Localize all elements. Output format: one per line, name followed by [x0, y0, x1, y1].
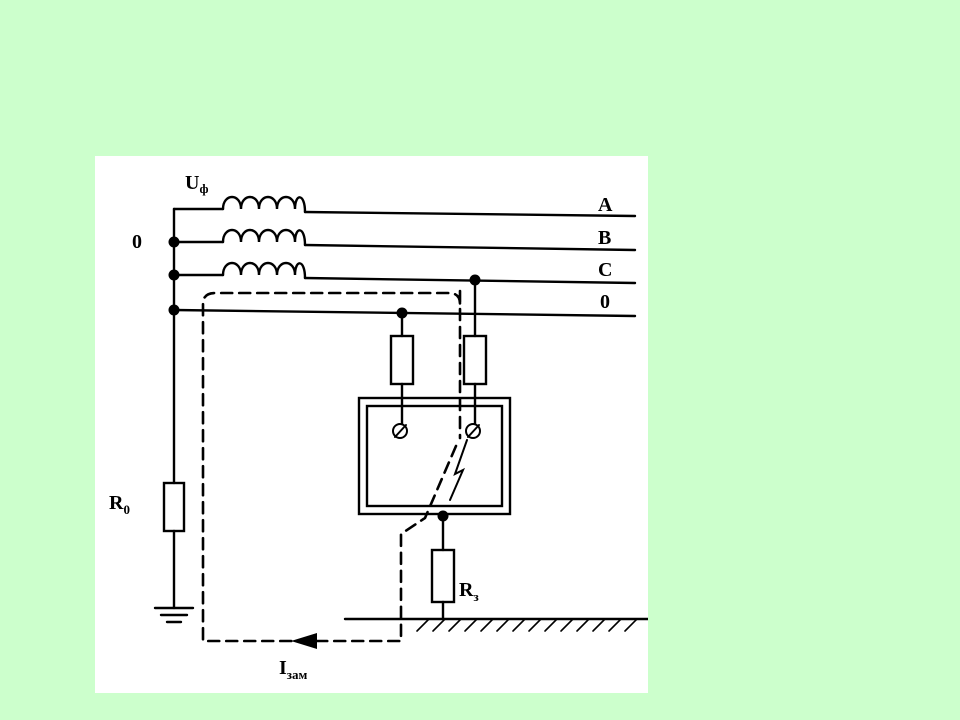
- equipment-frame-outer: [357, 396, 512, 516]
- neutral-point-label: 0: [132, 231, 142, 253]
- terminal-left: [392, 423, 408, 439]
- junction-dots: [168, 236, 481, 522]
- line-label-0: 0: [600, 291, 610, 313]
- phase-b-line: [303, 243, 637, 252]
- fuse-right: [462, 334, 488, 386]
- rz-label: Rз: [459, 579, 479, 604]
- rz-resistor: [430, 548, 456, 604]
- earth-hatching: [416, 618, 638, 632]
- line-label-a: A: [598, 194, 613, 216]
- fault-current-path: [201, 289, 462, 643]
- fuse-left: [389, 334, 415, 386]
- breakdown-icon: [449, 439, 468, 501]
- phase-a-coil: [221, 195, 307, 214]
- current-arrow-icon: [291, 633, 317, 649]
- r0-label: R0: [109, 492, 130, 517]
- circuit-diagram: Uф 0 A B C 0 R0 Rз Iзам: [109, 172, 648, 682]
- fault-current-label: Iзам: [279, 657, 308, 682]
- r0-resistor: [162, 481, 186, 533]
- line-label-c: C: [598, 259, 612, 281]
- phase-a-line: [303, 210, 637, 218]
- terminal-right: [465, 423, 481, 439]
- ground-icon: [153, 606, 195, 624]
- equipment-frame-inner: [365, 404, 504, 508]
- phase-b-coil: [221, 228, 307, 247]
- line-label-b: B: [598, 227, 611, 249]
- phase-c-coil: [221, 261, 307, 280]
- phase-voltage-label: Uф: [185, 172, 208, 196]
- diagram-panel: Uф 0 A B C 0 R0 Rз Iзам: [95, 156, 648, 693]
